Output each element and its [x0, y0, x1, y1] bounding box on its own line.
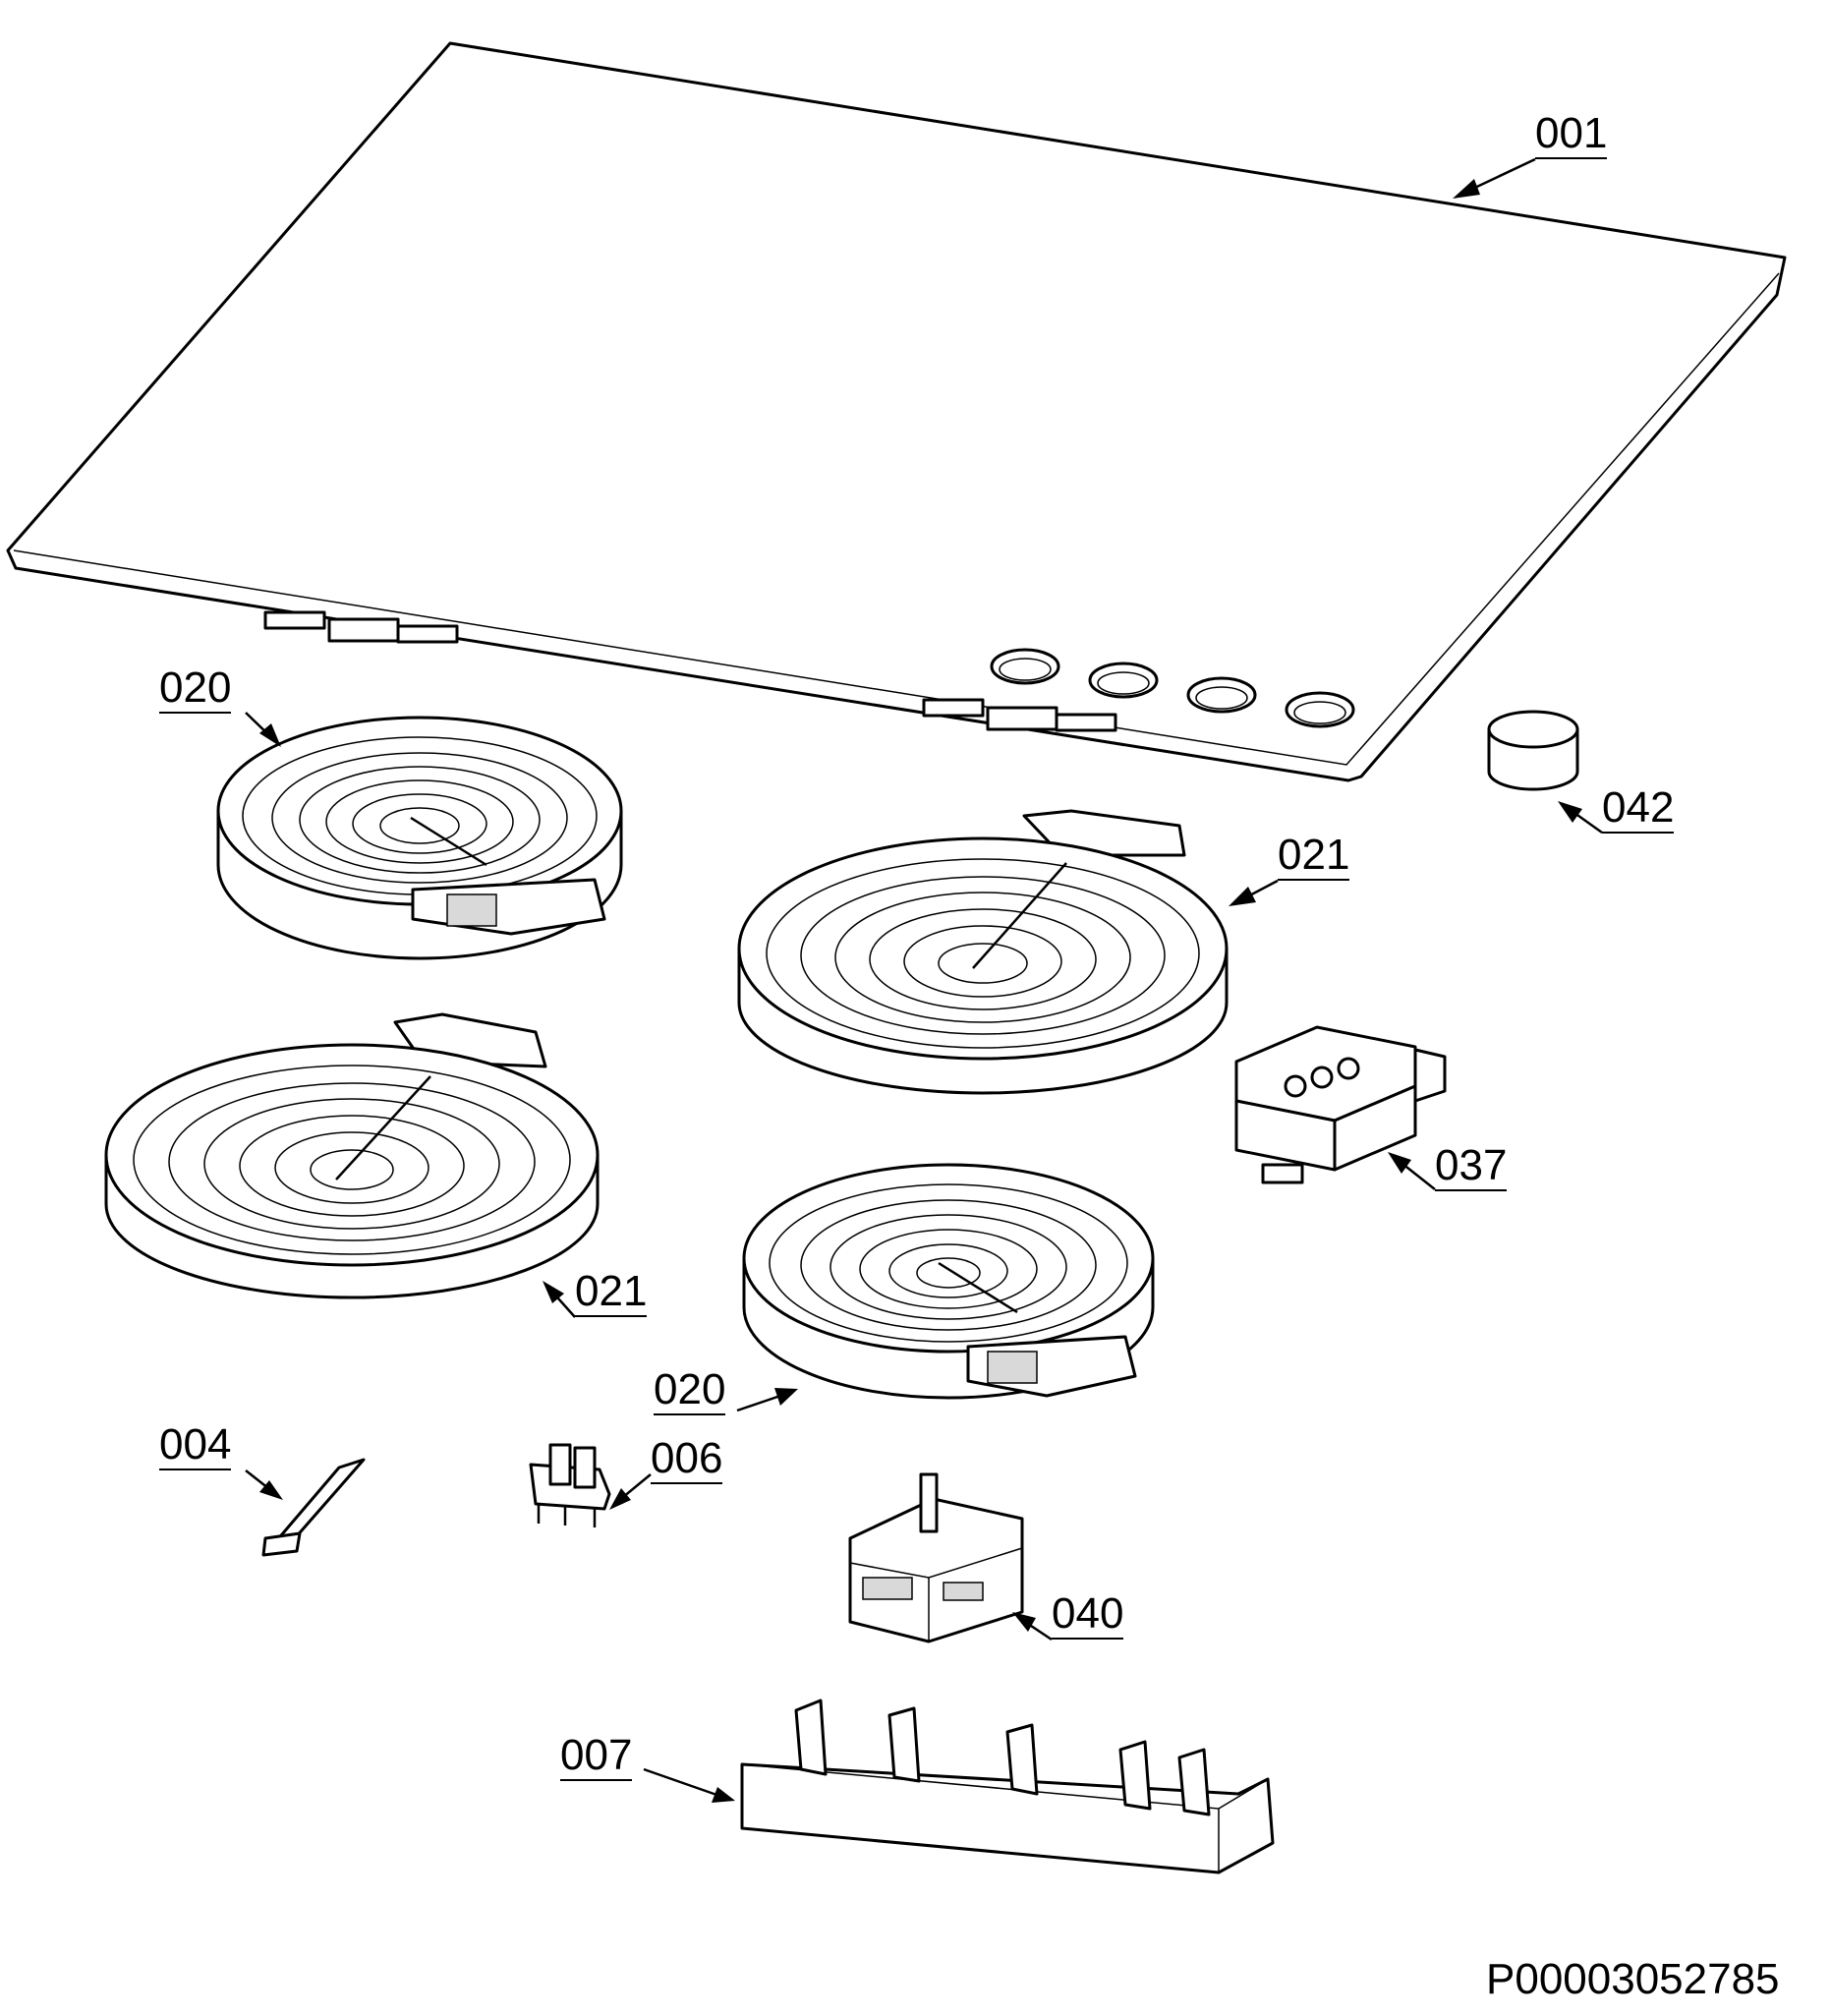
- part-037-terminal-block: [1234, 1025, 1447, 1184]
- callout-020-top: 020: [159, 663, 232, 714]
- part-001-glass-top: [6, 41, 1787, 782]
- callout-001: 001: [1535, 109, 1608, 159]
- hob-glass-clips: [263, 610, 1117, 732]
- part-006-connector: [529, 1443, 611, 1527]
- part-020-heating-element-top-left: [216, 716, 623, 960]
- callout-020-bottom: 020: [654, 1365, 726, 1415]
- part-020-heating-element-bottom: [742, 1163, 1155, 1400]
- callout-037: 037: [1435, 1141, 1508, 1191]
- callout-006: 006: [651, 1434, 723, 1484]
- leader-lines: [245, 157, 1603, 1803]
- callout-040: 040: [1052, 1589, 1124, 1640]
- callout-007: 007: [560, 1731, 633, 1781]
- callout-021-right: 021: [1278, 831, 1350, 881]
- control-knob-holes: [990, 648, 1355, 728]
- part-040-energy-regulator: [848, 1472, 1024, 1643]
- callout-021-left: 021: [575, 1267, 648, 1317]
- callout-042: 042: [1602, 783, 1675, 834]
- callout-004: 004: [159, 1420, 232, 1470]
- part-042-control-knob: [1487, 710, 1579, 791]
- part-007-terminal-strip: [740, 1699, 1275, 1874]
- document-id: P00003052785: [1486, 1955, 1780, 2003]
- part-021-heating-element-right: [737, 809, 1229, 1095]
- part-004-strap: [261, 1458, 366, 1557]
- part-021-heating-element-left: [104, 1012, 600, 1299]
